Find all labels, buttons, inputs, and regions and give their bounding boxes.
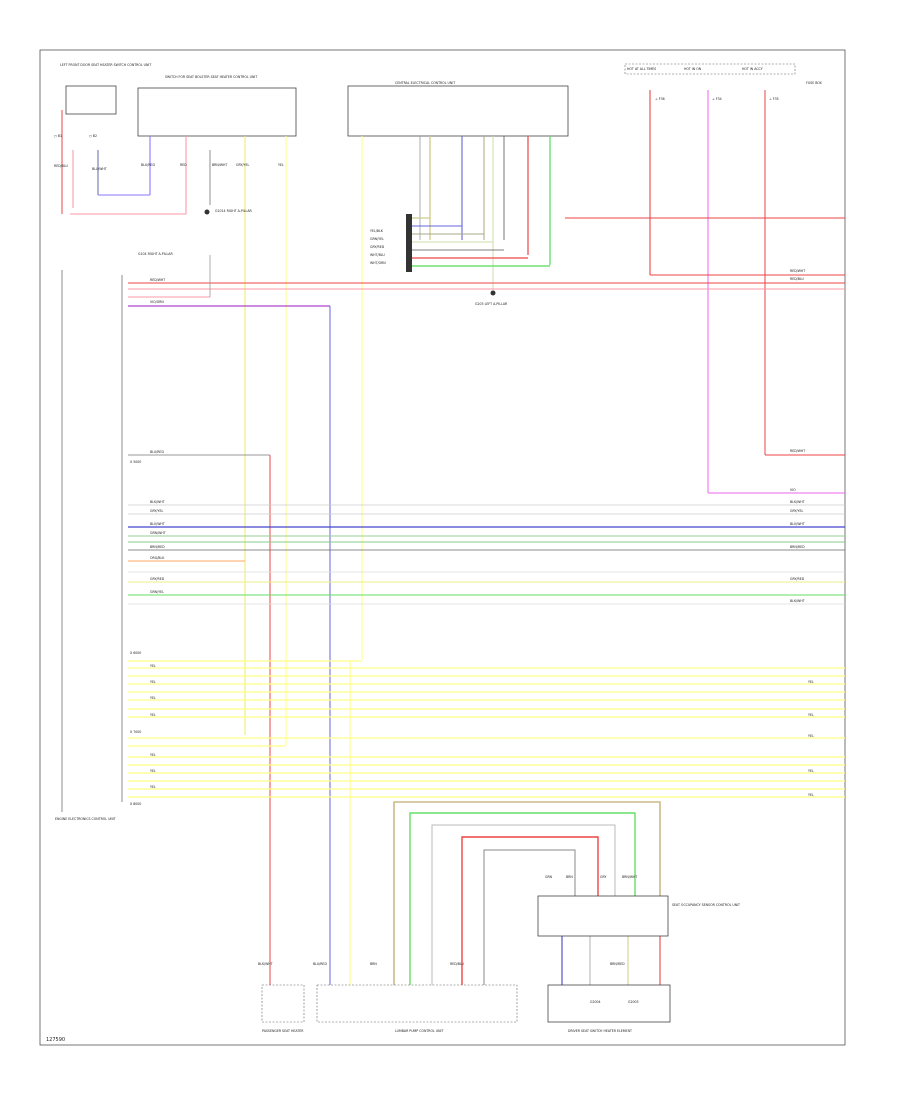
fuse-panel: HOT AT ALL TIMES HOT IN ON HOT IN ACCY F…	[624, 63, 823, 85]
passenger-heater-label: PASSENGER SEAT HEATER	[262, 1029, 304, 1033]
connector-x5: X 5000	[130, 460, 141, 464]
wire-label-5: BRN/WHT	[212, 163, 227, 167]
wire-label-3: RED	[180, 163, 187, 167]
seat-occupancy-sensor-unit: SEAT OCCUPANCY SENSOR CONTROL UNIT	[537, 895, 740, 937]
wire-label-12: WHT/GRN	[370, 261, 386, 265]
wire-label-20: BLK/WHT	[150, 500, 165, 504]
svg-text:⊥ F34: ⊥ F34	[712, 97, 722, 101]
fuse-c-label: HOT IN ACCY	[742, 67, 763, 71]
wire-label-8: YEL/BLK	[370, 229, 384, 233]
wire-label-50: BLK/WHT	[258, 962, 273, 966]
wire-label-43: YEL	[808, 734, 814, 738]
wire-label-7: YEL	[278, 163, 284, 167]
wire-label-39: YEL	[150, 769, 156, 773]
wire-label-48: GRY	[600, 875, 606, 879]
wire-label-52: BRN	[370, 962, 377, 966]
fuse-box-label: FUSE BOX	[806, 81, 823, 85]
wire-label-18: VIO	[790, 488, 796, 492]
driver-seat-module: SWITCH FOR SEAT BOLSTER SEAT HEATER CONT…	[137, 75, 297, 137]
wire-label-9: GRN/YEL	[370, 237, 384, 241]
seat-occupancy-label: SEAT OCCUPANCY SENSOR CONTROL UNIT	[672, 903, 740, 907]
wire-label-41: YEL	[808, 680, 814, 684]
lumbar-unit-label: LUMBAR PUMP CONTROL UNIT	[395, 1029, 443, 1033]
wire-label-6: GRY/YEL	[236, 163, 249, 167]
wire-label-17: RED/WHT	[790, 449, 805, 453]
ground-1-label: G1014 RIGHT A-PILLAR	[215, 209, 253, 213]
wire-label-25: ORG/BLK	[150, 556, 165, 560]
wire-label-19: BLU/RED	[150, 450, 164, 454]
wire-label-27: GRN/YEL	[150, 590, 164, 594]
driver-seat-switch-label: DRIVER SEAT SWITCH HEATER ELEMENT	[568, 1029, 632, 1033]
wire-label-16: RED/BLU	[790, 277, 805, 281]
connector-x7: X 7000	[130, 730, 141, 734]
wire-label-29: GRY/YEL	[790, 509, 803, 513]
wire-label-22: BLU/WHT	[150, 522, 165, 526]
left-front-door-label: LEFT FRONT DOOR SEAT HEATER SWITCH CONTR…	[60, 63, 151, 67]
wire-label-30: BLU/WHT	[790, 522, 805, 526]
wire-label-53: RED/BLU	[450, 962, 465, 966]
wire-label-11: WHT/BLU	[370, 253, 385, 257]
fuse-b-label: HOT IN ON	[684, 67, 702, 71]
wire-label-36: YEL	[150, 696, 156, 700]
diagram-frame	[39, 49, 846, 1046]
central-electrical-module: CENTRAL ELECTRICAL CONTROL UNIT	[347, 81, 569, 137]
wire-label-49: BRN/WHT	[622, 875, 637, 879]
wire-label-24: BRN/RED	[150, 545, 165, 549]
wire-label-47: BRN	[566, 875, 573, 879]
wire-label-26: GRY/RED	[150, 577, 165, 581]
figure-id: 127590	[46, 1037, 65, 1043]
wire-label-34: YEL	[150, 664, 156, 668]
ground-2-label: G203 LEFT A-PILLAR	[475, 302, 508, 306]
wire-label-35: YEL	[150, 680, 156, 684]
svg-text:⊥ F35: ⊥ F35	[769, 97, 779, 101]
ground-4-label: G2004	[590, 1000, 601, 1004]
wire-label-10: GRY/RED	[370, 245, 385, 249]
wire-label-2: BLU/WHT	[92, 167, 107, 171]
wire-label-28: BLK/WHT	[790, 500, 805, 504]
wire-label-32: GRY/RED	[790, 577, 805, 581]
wire-label-45: YEL	[808, 793, 814, 797]
wire-label-38: YEL	[150, 753, 156, 757]
wire-label-31: BRN/RED	[790, 545, 805, 549]
wire-label-37: YEL	[150, 713, 156, 717]
wire-label-13: RED/WHT	[150, 278, 165, 282]
connector-x8: X 8000	[130, 802, 141, 806]
left-front-door-module: LEFT FRONT DOOR SEAT HEATER SWITCH CONTR…	[60, 63, 151, 115]
wire-label-51: BLU/RED	[313, 962, 327, 966]
wire-label-21: GRY/YEL	[150, 509, 163, 513]
connector-x6: X 6000	[130, 651, 141, 655]
wire-label-15: RED/WHT	[790, 269, 805, 273]
driver-seat-module-label: SWITCH FOR SEAT BOLSTER SEAT HEATER CONT…	[165, 75, 257, 79]
wire-label-33: BLK/WHT	[790, 599, 805, 603]
svg-text:⊥ F36: ⊥ F36	[655, 97, 665, 101]
wire-label-40: YEL	[150, 785, 156, 789]
wire-label-44: YEL	[808, 769, 814, 773]
wire-label-14: VIO/GRN	[150, 300, 164, 304]
wire-label-55: BRN/RED	[610, 962, 625, 966]
svg-text:○ B1: ○ B1	[54, 134, 62, 138]
wire-label-1: RED/BLU	[54, 164, 69, 168]
engine-module-label: ENGINE ELECTRONICS CONTROL UNIT	[55, 817, 116, 821]
svg-text:○ B2: ○ B2	[89, 134, 97, 138]
wire-label-42: YEL	[808, 713, 814, 717]
central-module-label: CENTRAL ELECTRICAL CONTROL UNIT	[395, 81, 455, 85]
wire-label-4: BLU/RED	[141, 163, 155, 167]
ground-5-label: G2003	[628, 1000, 639, 1004]
lumbar-pump-control-unit: LUMBAR PUMP CONTROL UNIT	[316, 984, 518, 1033]
wire-label-46: GRN	[545, 875, 553, 879]
ground-3-label: G104 RIGHT A-PILLAR	[138, 252, 173, 256]
driver-seat-switch: DRIVER SEAT SWITCH HEATER ELEMENT	[547, 984, 671, 1033]
fuse-a-label: HOT AT ALL TIMES	[627, 67, 656, 71]
passenger-seat-heater: PASSENGER SEAT HEATER	[261, 984, 305, 1033]
wire-label-23: GRN/WHT	[150, 531, 166, 535]
